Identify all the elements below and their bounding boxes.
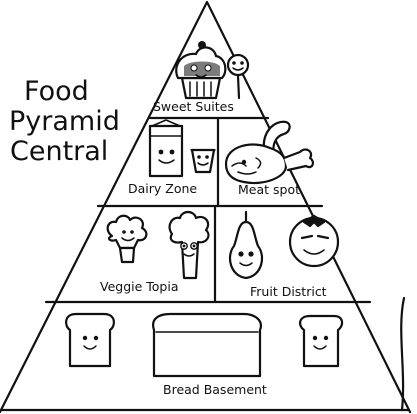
section-bread-basement: Bread Basement [64, 312, 344, 397]
section-veggie-topia: Veggie Topia [100, 210, 210, 294]
drumstick-icon [224, 143, 315, 185]
bread-slice-left-icon [64, 312, 116, 368]
title-line-pyramid: Pyramid [9, 106, 120, 137]
section-sweet-suites: Sweet Suites [153, 41, 250, 114]
broccoli-icon [168, 210, 210, 280]
sausage-icon [262, 120, 291, 156]
label-bread-basement: Bread Basement [163, 382, 267, 397]
title-line-central: Central [10, 136, 108, 167]
pyramid-title: Food Pyramid Central [9, 76, 120, 167]
bread-loaf-icon [152, 312, 262, 378]
title-line-food: Food [24, 76, 89, 107]
cauliflower-icon [106, 214, 148, 264]
section-fruit-district: Fruit District [228, 210, 340, 299]
tomato-icon [288, 214, 340, 268]
section-meat-spot: Meat spot [224, 120, 315, 197]
label-veggie-topia: Veggie Topia [100, 279, 179, 294]
label-dairy-zone: Dairy Zone [128, 181, 197, 196]
label-meat-spot: Meat spot [238, 182, 300, 197]
cupcake-icon [175, 41, 227, 100]
yogurt-cup-icon [190, 148, 216, 174]
milk-carton-icon [148, 119, 184, 178]
lollipop-icon [226, 53, 250, 100]
label-fruit-district: Fruit District [250, 284, 327, 299]
section-dairy-zone: Dairy Zone [128, 119, 216, 196]
pear-icon [228, 210, 264, 280]
bread-slice-right-icon [299, 314, 344, 368]
label-sweet-suites: Sweet Suites [153, 99, 234, 114]
